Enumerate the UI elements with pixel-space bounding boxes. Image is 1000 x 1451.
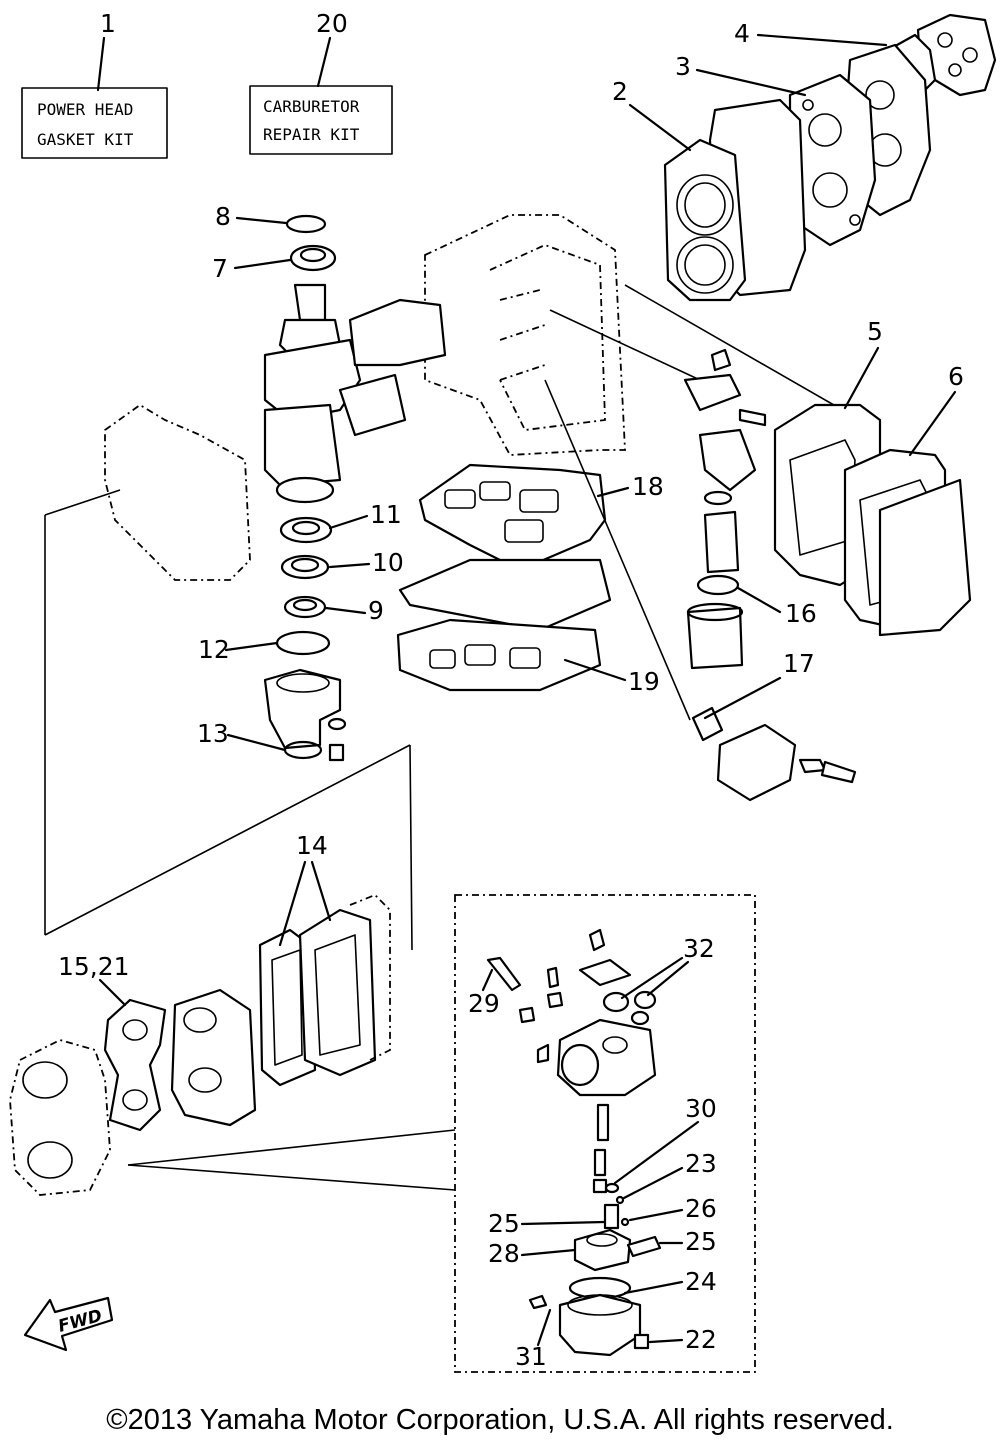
piston — [338, 298, 447, 437]
silencer-housing — [9, 1039, 111, 1196]
callout-14: 14 — [296, 831, 328, 860]
power-head-kit-line1: POWER HEAD — [37, 100, 133, 119]
callout-8: 8 — [215, 202, 231, 231]
float-28 — [573, 1228, 632, 1272]
callout-16: 16 — [785, 599, 817, 628]
forward-arrow-icon: FWD — [23, 1296, 114, 1352]
fuel-pump-assembly — [683, 348, 767, 574]
callout-12: 12 — [198, 635, 230, 664]
copyright-notice: ©2013 Yamaha Motor Corporation, U.S.A. A… — [106, 1404, 894, 1436]
gasket-15-21 — [103, 998, 167, 1132]
filter-cup — [686, 602, 744, 670]
fuel-pump-17-body — [716, 723, 857, 802]
callout-3: 3 — [675, 52, 691, 81]
carburetor-repair-kit: 20 CARBURETOR REPAIR KIT — [249, 9, 393, 155]
needle-valve-parts — [603, 1182, 630, 1230]
crankcase-block — [424, 214, 626, 456]
gasket-17 — [691, 706, 724, 742]
carburetor-kit-line2: REPAIR KIT — [263, 125, 360, 144]
crankcase-half — [104, 403, 251, 581]
reed-gasket-6 — [843, 448, 972, 637]
callout-20: 20 — [316, 9, 348, 38]
o-ring-8 — [285, 214, 327, 234]
plate-cover — [398, 558, 612, 632]
gasket-18 — [418, 463, 607, 572]
float-chamber — [528, 1293, 650, 1357]
callout-6: 6 — [948, 362, 964, 391]
cylinder-head-cover-2 — [663, 98, 807, 302]
gasket-14-set — [258, 893, 391, 1087]
oil-seal-9 — [283, 595, 327, 619]
gasket-19 — [396, 618, 602, 692]
lower-housing — [263, 668, 347, 762]
callout-11: 11 — [370, 500, 402, 529]
cylinder-head-3-gasket — [788, 43, 932, 247]
power-head-gasket-kit: 1 POWER HEAD GASKET KIT — [21, 9, 168, 159]
callout-17: 17 — [783, 649, 815, 678]
callout-1: 1 — [100, 9, 116, 38]
callout-7: 7 — [212, 254, 228, 283]
power-head-kit-line2: GASKET KIT — [37, 130, 134, 149]
carburetor-kit-line1: CARBURETOR — [263, 97, 360, 116]
callout-30: 30 — [685, 1094, 717, 1123]
callout-31: 31 — [515, 1342, 547, 1371]
bearing-11 — [279, 516, 333, 544]
callout-23: 23 — [685, 1149, 717, 1178]
callout-4: 4 — [734, 19, 750, 48]
o-ring-12 — [275, 630, 331, 656]
oil-seal-7 — [289, 244, 337, 272]
carburetor-kit-box — [454, 894, 756, 1373]
callout-27: 26 — [685, 1194, 717, 1223]
callout-24: 24 — [685, 1267, 717, 1296]
callout-2: 2 — [612, 77, 628, 106]
float-pin-25 — [626, 1235, 662, 1258]
carburetor-assembly — [486, 928, 657, 1194]
callout-15-21: 15,21 — [58, 952, 130, 981]
callout-5: 5 — [867, 317, 883, 346]
oil-seal-10 — [280, 554, 330, 580]
o-ring-16 — [696, 574, 740, 596]
callout-29: 29 — [468, 989, 500, 1018]
callout-10: 10 — [372, 548, 404, 577]
intake-manifold — [170, 988, 257, 1127]
callout-32: 32 — [683, 934, 715, 963]
callout-26: 25 — [488, 1209, 520, 1238]
callout-25: 25 — [685, 1227, 717, 1256]
callout-13: 13 — [197, 719, 229, 748]
crankshaft-assembly — [263, 283, 362, 504]
callout-28: 28 — [488, 1239, 520, 1268]
callout-19: 19 — [628, 667, 660, 696]
callout-9: 9 — [368, 596, 384, 625]
callout-22: 22 — [685, 1325, 717, 1354]
callout-18: 18 — [632, 472, 664, 501]
